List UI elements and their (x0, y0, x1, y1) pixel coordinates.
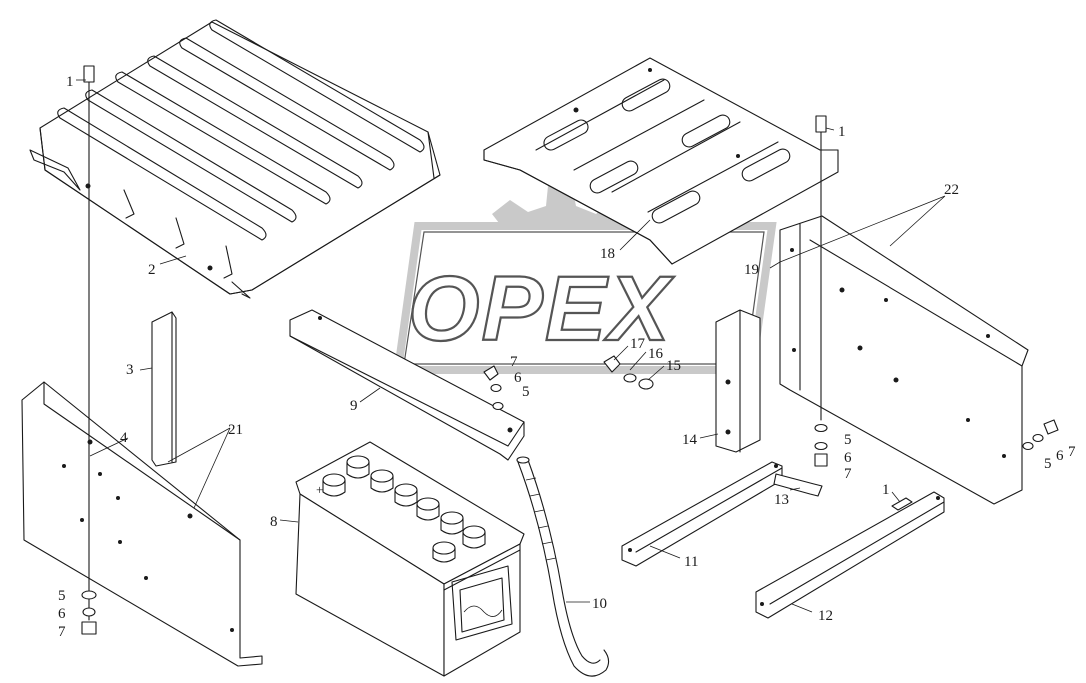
callout-1: 1 (66, 74, 74, 90)
callout-9: 9 (350, 398, 358, 414)
fastener-stack-far-right (1022, 419, 1059, 451)
callout-5: 5 (844, 432, 852, 448)
callout-11: 11 (684, 554, 698, 570)
part-4-side-plate (21, 381, 263, 667)
callout-labels: 1 1 1 2 3 4 5 5 5 5 6 6 6 6 7 7 7 7 8 9 … (58, 74, 1076, 640)
part-9-angle-bracket (289, 309, 525, 461)
part-18-tray (483, 57, 839, 265)
bolt-1-left (83, 65, 95, 621)
callout-8: 8 (270, 514, 278, 530)
callout-17: 17 (630, 336, 646, 352)
callout-1: 1 (838, 124, 846, 140)
part-14-bracket (715, 309, 761, 453)
bolt-13 (773, 473, 823, 497)
part-3-plate (151, 311, 177, 467)
callout-7: 7 (58, 624, 66, 640)
callout-19: 19 (744, 262, 759, 278)
callout-5: 5 (58, 588, 66, 604)
callout-21: 21 (228, 422, 243, 438)
part-8-battery: + (295, 441, 525, 677)
callout-7: 7 (1068, 444, 1076, 460)
battery-caps (322, 455, 486, 563)
callout-18: 18 (600, 246, 615, 262)
callout-10: 10 (592, 596, 607, 612)
part-12-strap (755, 491, 945, 619)
callout-15: 15 (666, 358, 681, 374)
fastener-stack-center-left (483, 365, 504, 411)
leader-lines (76, 79, 946, 613)
fastener-stack-center-right (603, 355, 654, 390)
callout-14: 14 (682, 432, 698, 448)
callout-12: 12 (818, 608, 833, 624)
callout-4: 4 (120, 430, 128, 446)
callout-6: 6 (1056, 448, 1064, 464)
part-10-cable (516, 456, 610, 677)
part-19-22-base-plate (779, 215, 1029, 505)
callout-7: 7 (844, 466, 852, 482)
opex-watermark: OPEX (393, 186, 777, 374)
battery-plus-mark: + (316, 482, 323, 497)
callout-2: 2 (148, 262, 156, 278)
callout-16: 16 (648, 346, 664, 362)
callout-22: 22 (944, 182, 959, 198)
callout-6: 6 (844, 450, 852, 466)
callout-6: 6 (58, 606, 66, 622)
callout-6: 6 (514, 370, 522, 386)
washer-5-left (81, 590, 97, 635)
part-2-ribbed-cover (29, 19, 441, 299)
callout-1: 1 (882, 482, 890, 498)
part-11-strap (621, 461, 783, 567)
callout-3: 3 (126, 362, 134, 378)
callout-5: 5 (522, 384, 530, 400)
bolt-1-right (815, 115, 827, 421)
callout-7: 7 (510, 354, 518, 370)
bolt-1-lower (891, 497, 913, 511)
callout-13: 13 (774, 492, 789, 508)
watermark-text: OPEX (408, 258, 674, 360)
fastener-stack-right-column (814, 423, 828, 467)
callout-5: 5 (1044, 456, 1052, 472)
